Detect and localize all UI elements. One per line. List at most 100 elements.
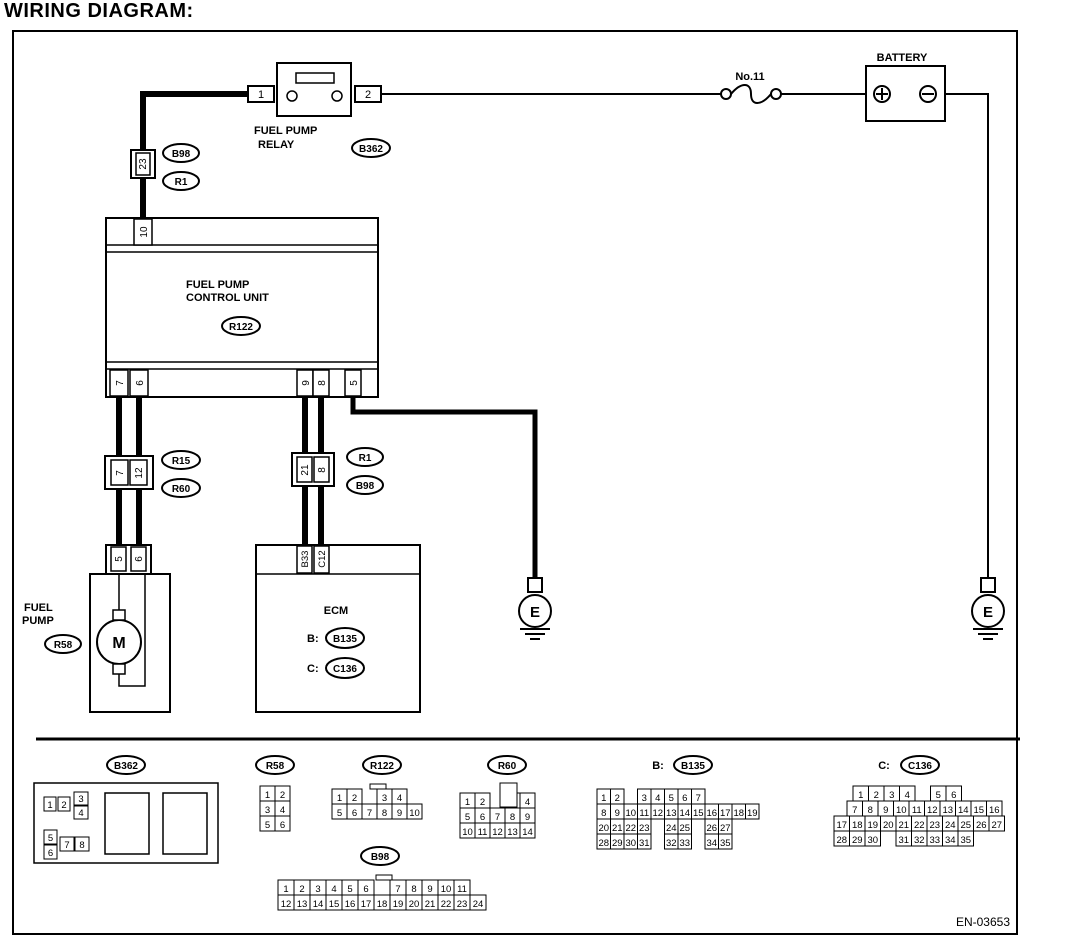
pin-cell [59, 836, 75, 852]
relay-body [276, 62, 352, 117]
wire-pin5-to-ground [350, 397, 538, 580]
pin-cell [677, 833, 692, 850]
pin-label: 25 [679, 823, 690, 834]
pin-label: 8 [601, 808, 606, 819]
pin-label: 4 [397, 793, 402, 804]
pin-label: 7 [64, 840, 69, 851]
jc-left-pin-2: 12 [134, 467, 145, 479]
relay-pin-2-box [354, 85, 382, 103]
pin-label: 4 [655, 793, 660, 804]
pin-label: 7 [852, 805, 857, 816]
connector-name-b362: B362 [114, 761, 138, 772]
pin-label: 13 [942, 805, 953, 816]
pin-cell [73, 805, 89, 820]
pin-label: 1 [47, 800, 52, 811]
pin-label: 9 [397, 808, 402, 819]
pin-label: 2 [874, 790, 879, 801]
pin-label: 5 [669, 793, 674, 804]
jc-mid-connector-2: B98 [356, 481, 375, 492]
junction-top: 23 B98 R1 [130, 143, 200, 191]
pin-label: 4 [280, 805, 285, 816]
pin-cell [637, 833, 652, 850]
fuel-pump-control-unit: 10 7 6 9 8 5 FUEL PUMP CONTROL UNIT R122 [105, 217, 379, 398]
pin-label: 30 [867, 835, 878, 846]
pin-label: 1 [265, 790, 270, 801]
pin-label: 15 [693, 808, 704, 819]
pin-label: 1 [283, 884, 288, 895]
junction-left: 7 12 R15 R60 [104, 450, 201, 498]
pin-label: 18 [852, 820, 863, 831]
pin-cell [57, 796, 71, 812]
relay-label-1: FUEL PUMP [254, 125, 317, 137]
jc-left-connector-1: R15 [172, 456, 191, 467]
r122-key [369, 783, 387, 790]
jc-mid-connector-1: R1 [359, 453, 372, 464]
pin-label: 32 [666, 838, 677, 849]
pin-label: 3 [382, 793, 387, 804]
pin-label: 27 [991, 820, 1002, 831]
pin-label: 30 [625, 838, 636, 849]
pin-label: 12 [492, 827, 503, 838]
ground-icon [518, 594, 552, 628]
fuel-pump: 5 6 M FUEL PUMP R58 [22, 544, 171, 713]
pin-cell [406, 803, 423, 820]
pin-label: 8 [382, 808, 387, 819]
connector-name-r58: R58 [266, 761, 285, 772]
pin-label: 21 [425, 899, 436, 910]
pin-label: 25 [960, 820, 971, 831]
pin-label: 7 [395, 884, 400, 895]
pin-label: 4 [525, 797, 530, 808]
pin-label: 21 [612, 823, 623, 834]
pin-label: 35 [720, 838, 731, 849]
pin-label: 18 [733, 808, 744, 819]
pump-pin-6: 6 [134, 556, 145, 562]
pin-label: 1 [337, 793, 342, 804]
connector-tag [487, 755, 527, 775]
pin-label: 13 [297, 899, 308, 910]
pin-label: 7 [367, 808, 372, 819]
diagram-frame [12, 30, 1018, 935]
pin-label: 19 [747, 808, 758, 819]
relay-connector-label: B362 [359, 144, 383, 155]
fpcu-label-2: CONTROL UNIT [186, 292, 269, 304]
pin-label: 8 [510, 812, 515, 823]
pin-label: 31 [898, 835, 909, 846]
ecm-pin-c12: C12 [317, 550, 328, 567]
pin-label: 15 [329, 899, 340, 910]
fpcu-pin-8: 8 [317, 380, 328, 386]
pin-label: 14 [313, 899, 324, 910]
jc-left-connector-2: R60 [172, 484, 191, 495]
pin-label: 20 [598, 823, 609, 834]
connector-tag [360, 846, 400, 866]
pin-label: 5 [347, 884, 352, 895]
ecm-c-prefix: C: [307, 663, 319, 675]
pin-label: 24 [473, 899, 484, 910]
pin-label: 6 [280, 820, 285, 831]
ground-1-label: E [530, 604, 540, 621]
b362-terminal [162, 792, 208, 855]
connector-tag [362, 755, 402, 775]
pin-label: 6 [480, 812, 485, 823]
pin-label: 29 [612, 838, 623, 849]
pin-label: 8 [868, 805, 873, 816]
pin-label: 2 [615, 793, 620, 804]
pin-label: 26 [976, 820, 987, 831]
relay-contact-right [331, 90, 343, 102]
pin-label: 13 [507, 827, 518, 838]
pin-label: 10 [441, 884, 452, 895]
relay-pin-1: 1 [258, 89, 264, 101]
pin-label: 29 [852, 835, 863, 846]
fpcu-pin-7: 7 [115, 380, 126, 386]
pin-label: 9 [883, 805, 888, 816]
pin-label: 19 [393, 899, 404, 910]
pin-label: 11 [457, 884, 467, 895]
pin-cell [718, 833, 733, 850]
connector-name-r122: R122 [370, 761, 394, 772]
relay-label-2: RELAY [258, 139, 295, 151]
pin-label: 5 [465, 812, 470, 823]
relay-pin-2: 2 [365, 89, 371, 101]
pin-cell [43, 844, 58, 860]
pin-label: 33 [679, 838, 690, 849]
pin-label: 2 [480, 797, 485, 808]
